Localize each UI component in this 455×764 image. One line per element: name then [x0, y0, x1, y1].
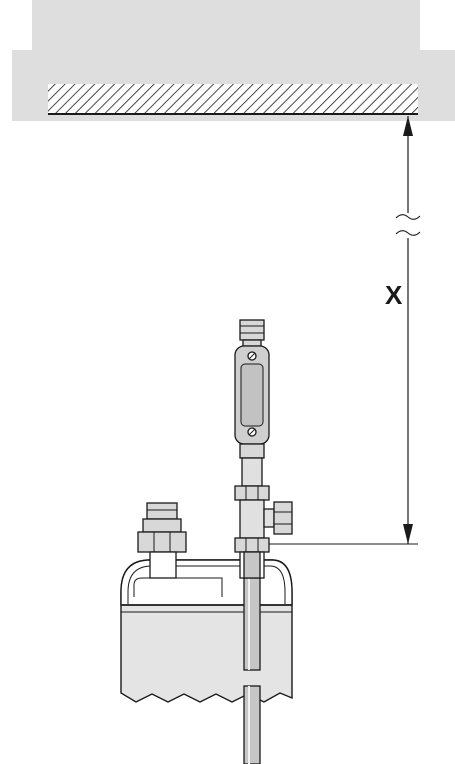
water-heater [120, 559, 293, 703]
tee-body [239, 499, 265, 539]
filter-window [240, 363, 264, 427]
left-connection-stem [142, 518, 182, 533]
dimension-arrow-bottom [403, 524, 413, 544]
left-connection-nut [137, 531, 187, 553]
ceiling-upper-slab [32, 0, 420, 52]
pipe-lower [243, 685, 261, 764]
filter-screw-top-slot [249, 353, 255, 359]
dimension-x [262, 116, 421, 545]
lower-nut [234, 537, 270, 553]
top-connector-neck [242, 339, 262, 347]
socket-pipe [243, 551, 261, 579]
top-connector [239, 319, 265, 341]
dimension-label: X [385, 280, 403, 310]
upper-coupling [241, 457, 263, 487]
left-connection [137, 502, 187, 579]
left-connection-neck [149, 551, 177, 579]
ceiling-hatching [48, 84, 418, 114]
break-mark-top [395, 214, 421, 220]
ceiling [12, 0, 455, 121]
upper-nut [234, 485, 270, 501]
left-connection-cap [146, 502, 178, 520]
side-valve-nut [273, 501, 293, 535]
filter-outlet [239, 443, 265, 459]
heater-inner-panel [133, 577, 223, 597]
supply-pipe [243, 559, 261, 764]
dimension-arrow-top [403, 116, 413, 136]
heater-shoulder-line [127, 565, 286, 604]
valve-assembly [234, 319, 293, 579]
break-mark-bottom [395, 230, 421, 236]
side-branch [263, 508, 275, 528]
filter-screw-bottom-slot [249, 429, 255, 435]
